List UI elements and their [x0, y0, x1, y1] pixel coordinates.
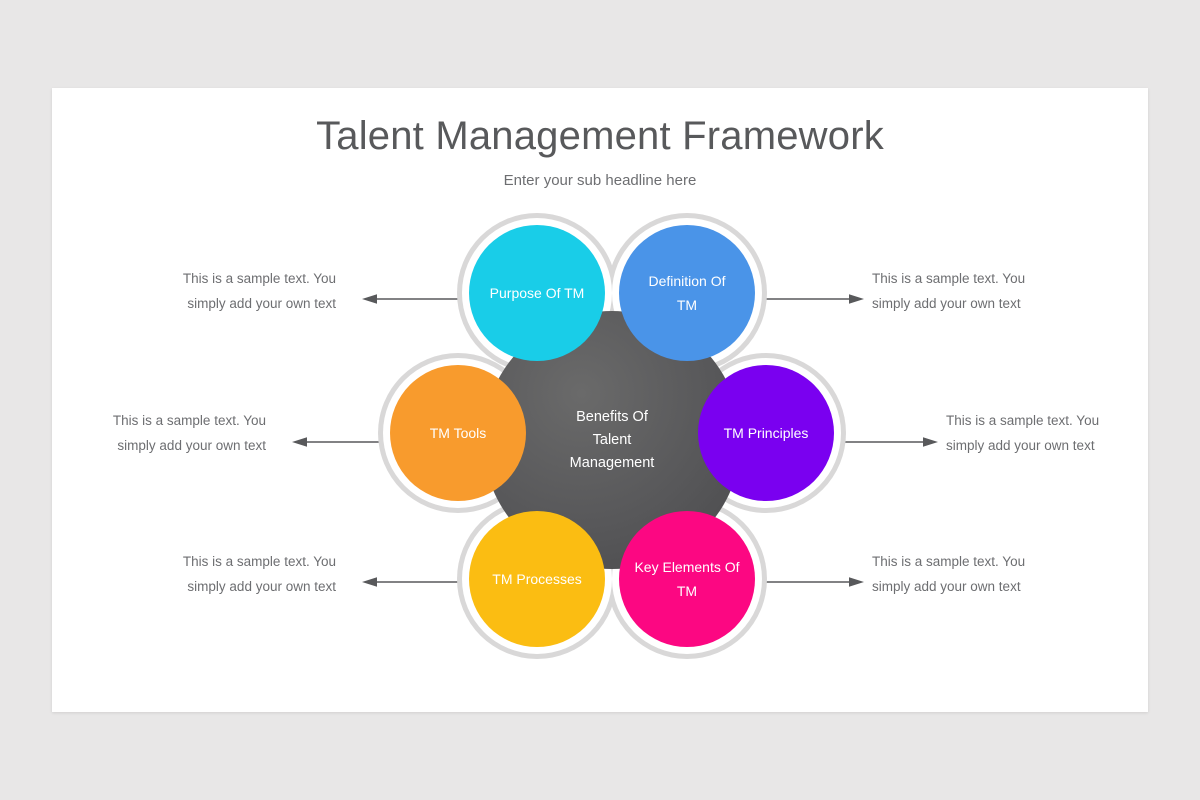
- node-label-line: TM Principles: [723, 425, 809, 441]
- arrow-tm-tools: [292, 436, 392, 448]
- node-label-line: TM Processes: [492, 571, 582, 587]
- arrow-key-elements-of-tm: [764, 576, 864, 588]
- caption-definition-of-tm: This is a sample text. You simply add yo…: [872, 266, 1072, 316]
- caption-tm-principles: This is a sample text. You simply add yo…: [946, 408, 1146, 458]
- node-key-elements-of-tm[interactable]: Key Elements Of TM: [619, 511, 755, 647]
- caption-key-elements-of-tm: This is a sample text. You simply add yo…: [872, 549, 1072, 599]
- page-subtitle: Enter your sub headline here: [503, 172, 697, 189]
- caption-line: simply add your own text: [872, 579, 1021, 594]
- page-title: Talent Management Framework: [316, 114, 884, 158]
- node-label-line: TM: [676, 583, 698, 599]
- arrow-tm-principles: [838, 436, 938, 448]
- hub-label-line: Talent: [592, 431, 632, 448]
- node-label-line: Purpose Of TM: [489, 285, 585, 301]
- talent-management-framework-diagram: This is a sample text. You simply add yo…: [52, 88, 1148, 712]
- hub-label-line: Benefits Of: [576, 408, 648, 425]
- framework-petal-cluster: Benefits Of Talent Management Purpose Of…: [352, 213, 872, 683]
- arrow-purpose-of-tm: [362, 293, 462, 305]
- node-label-line: Definition Of: [648, 273, 726, 289]
- caption-line: simply add your own text: [872, 296, 1021, 311]
- caption-line: This is a sample text. You: [872, 554, 1026, 569]
- arrow-definition-of-tm: [764, 293, 864, 305]
- caption-line: simply add your own text: [117, 438, 266, 453]
- caption-tm-processes: This is a sample text. You simply add yo…: [136, 549, 336, 599]
- node-label-line: TM: [676, 297, 698, 313]
- caption-line: simply add your own text: [187, 579, 336, 594]
- node-label-line: TM Tools: [429, 425, 487, 441]
- caption-line: simply add your own text: [187, 296, 336, 311]
- node-tm-tools[interactable]: TM Tools: [390, 365, 526, 501]
- node-definition-of-tm[interactable]: Definition Of TM: [619, 225, 755, 361]
- caption-purpose-of-tm: This is a sample text. You simply add yo…: [136, 266, 336, 316]
- caption-line: This is a sample text. You: [182, 271, 336, 286]
- node-tm-processes[interactable]: TM Processes: [469, 511, 605, 647]
- caption-line: This is a sample text. You: [182, 554, 336, 569]
- node-tm-principles[interactable]: TM Principles: [698, 365, 834, 501]
- node-label-line: Key Elements Of: [634, 559, 740, 575]
- node-purpose-of-tm[interactable]: Purpose Of TM: [469, 225, 605, 361]
- caption-line: simply add your own text: [946, 438, 1095, 453]
- slide-canvas: Talent Management Framework Enter your s…: [52, 88, 1148, 712]
- caption-tm-tools: This is a sample text. You simply add yo…: [66, 408, 266, 458]
- hub-label-line: Management: [569, 454, 655, 471]
- caption-line: This is a sample text. You: [946, 413, 1100, 428]
- caption-line: This is a sample text. You: [112, 413, 266, 428]
- arrow-tm-processes: [362, 576, 462, 588]
- caption-line: This is a sample text. You: [872, 271, 1026, 286]
